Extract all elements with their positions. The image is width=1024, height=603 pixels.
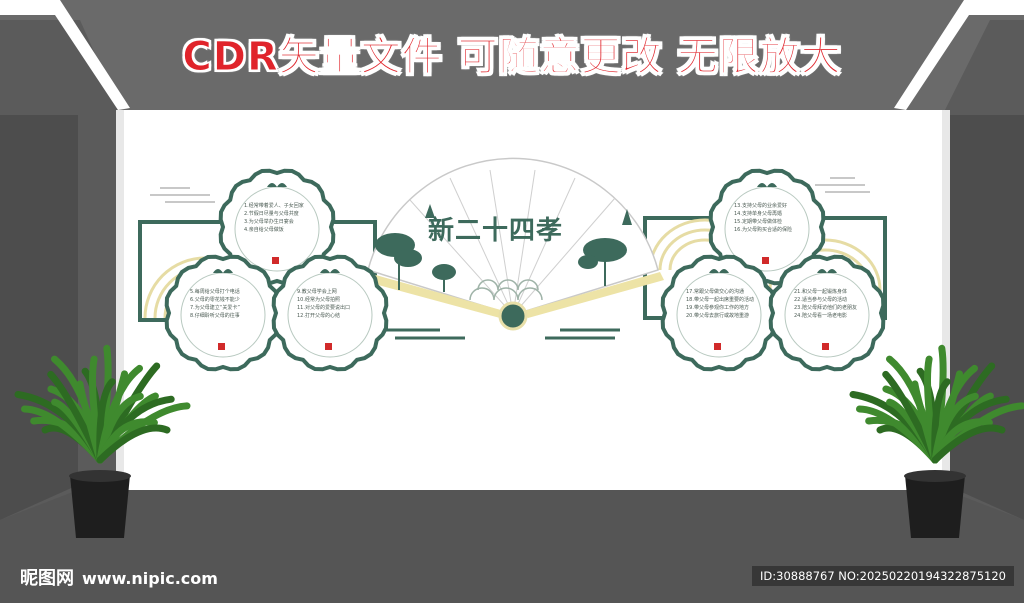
image-id: ID:30888767 NO:20250220194322875120 [752, 566, 1014, 586]
seal-icon [325, 343, 332, 350]
brand-url[interactable]: www.nipic.com [82, 569, 218, 588]
banner-text: CDR矢量文件 可随意更改 无限放大 [182, 34, 842, 81]
plant-icon [14, 344, 1024, 538]
seal-icon [822, 343, 829, 350]
seal-icon [272, 257, 279, 264]
lotus-leaf-icon [375, 233, 627, 292]
footer-brand: 昵图网 www.nipic.com [20, 564, 218, 590]
seal-icon [218, 343, 225, 350]
seal-icon [714, 343, 721, 350]
brand-name: 昵图网 [20, 568, 74, 589]
panel-bubbles [164, 168, 886, 372]
fan-decoration [360, 157, 664, 331]
wall-title: 新二十四孝 [428, 216, 564, 246]
seal-icon [762, 257, 769, 264]
lotus-flower-icon [425, 204, 632, 225]
cloud-icon [150, 177, 870, 203]
